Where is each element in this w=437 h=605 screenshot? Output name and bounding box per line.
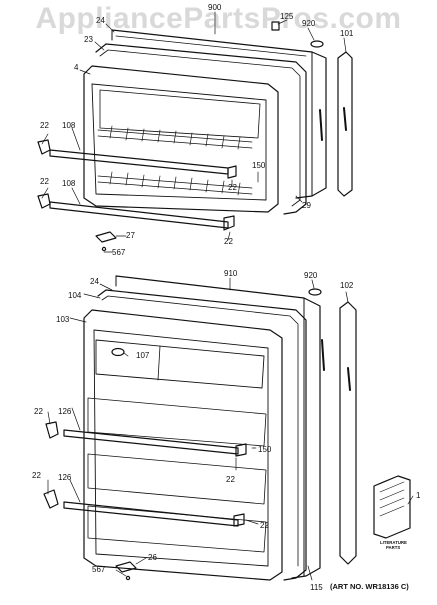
freezer-bracket-right-lower <box>223 215 235 231</box>
callout-top-23: 23 <box>84 35 93 44</box>
fresh-food-bracket-right-upper <box>235 443 247 457</box>
literature-label-line2: PARTS <box>386 545 400 550</box>
fresh-food-bracket-left-upper <box>45 421 59 439</box>
part-107-butter-dish <box>111 347 125 357</box>
part-567-screw <box>101 246 107 252</box>
freezer-door-liner <box>83 65 279 213</box>
callout-bottom-115: 115 <box>310 583 323 592</box>
callout-top-22d: 22 <box>224 237 233 246</box>
callout-bottom-24: 24 <box>90 277 99 286</box>
freezer-leader-lines <box>41 11 347 253</box>
callout-top-4: 4 <box>74 63 79 72</box>
freezer-shelf-bar-lower <box>49 201 229 229</box>
freezer-bracket-right-upper <box>227 165 237 179</box>
callout-bottom-22c: 22 <box>32 471 41 480</box>
part-920-top <box>310 40 324 48</box>
callout-labels: 24 900 125 920 101 23 4 22 108 22 108 15… <box>32 3 421 592</box>
freezer-outer-door-panel <box>111 29 327 199</box>
fresh-food-shelf-bar-lower <box>63 501 239 527</box>
callout-bottom-1: 1 <box>416 491 421 500</box>
part-125 <box>271 21 280 31</box>
freezer-wire-shelf-lower <box>97 171 253 196</box>
callout-bottom-920: 920 <box>304 271 318 280</box>
part-567-bottom-screw <box>125 575 131 581</box>
callout-bottom-107: 107 <box>136 351 150 360</box>
fresh-food-bracket-left-lower <box>43 489 59 509</box>
fresh-food-door-assembly <box>43 275 414 581</box>
callout-bottom-567: 567 <box>92 565 106 574</box>
callout-bottom-22b: 22 <box>226 475 235 484</box>
freezer-door-assembly <box>37 11 353 253</box>
callout-top-27: 27 <box>126 231 135 240</box>
callout-top-101: 101 <box>340 29 354 38</box>
literature-label-line1: LITERATURE <box>380 540 407 545</box>
callout-top-920: 920 <box>302 19 316 28</box>
callout-top-108b: 108 <box>62 179 76 188</box>
part-920-bottom <box>308 288 322 296</box>
fresh-food-door-gasket <box>97 289 307 581</box>
freezer-door-gasket <box>95 43 307 215</box>
callout-bottom-102: 102 <box>340 281 354 290</box>
callout-bottom-103: 103 <box>56 315 70 324</box>
callout-bottom-22a: 22 <box>34 407 43 416</box>
callout-bottom-910: 910 <box>224 269 238 278</box>
freezer-shelf-bar-upper <box>49 149 229 175</box>
callout-top-29: 29 <box>302 201 311 210</box>
freezer-bracket-left-upper <box>37 139 51 155</box>
literature-parts-booklet <box>373 475 411 539</box>
callout-top-22c: 22 <box>228 183 237 192</box>
fresh-food-bracket-right-lower <box>233 513 245 527</box>
part-26 <box>115 561 137 573</box>
part-27 <box>95 231 117 243</box>
callout-top-22b: 22 <box>40 177 49 186</box>
dairy-compartment <box>95 339 265 389</box>
freezer-bracket-left-lower <box>37 193 51 209</box>
callout-bottom-104: 104 <box>68 291 82 300</box>
fresh-food-shelf-bar-upper <box>63 429 239 455</box>
art-number-caption: (ART NO. WR18136 C) <box>330 582 409 591</box>
fresh-food-door-bin-upper <box>87 397 267 447</box>
fresh-food-leader-lines <box>47 277 414 581</box>
fresh-food-gasket-strip <box>339 301 357 565</box>
callout-top-22a: 22 <box>40 121 49 130</box>
freezer-wire-shelf-upper <box>97 125 253 150</box>
callout-top-567: 567 <box>112 248 126 257</box>
fresh-food-door-bin-middle <box>87 453 267 505</box>
callout-top-125: 125 <box>280 12 294 21</box>
callout-bottom-126b: 126 <box>58 473 72 482</box>
callout-top-150: 150 <box>252 161 266 170</box>
fresh-food-outer-door-panel <box>115 275 321 579</box>
callout-top-24: 24 <box>96 16 105 25</box>
fresh-food-door-liner <box>83 309 283 581</box>
callout-bottom-22d: 22 <box>260 521 269 530</box>
callout-top-108a: 108 <box>62 121 76 130</box>
callout-bottom-26: 26 <box>148 553 157 562</box>
callout-bottom-126a: 126 <box>58 407 72 416</box>
callout-top-900: 900 <box>208 3 222 12</box>
callout-bottom-150: 150 <box>258 445 272 454</box>
